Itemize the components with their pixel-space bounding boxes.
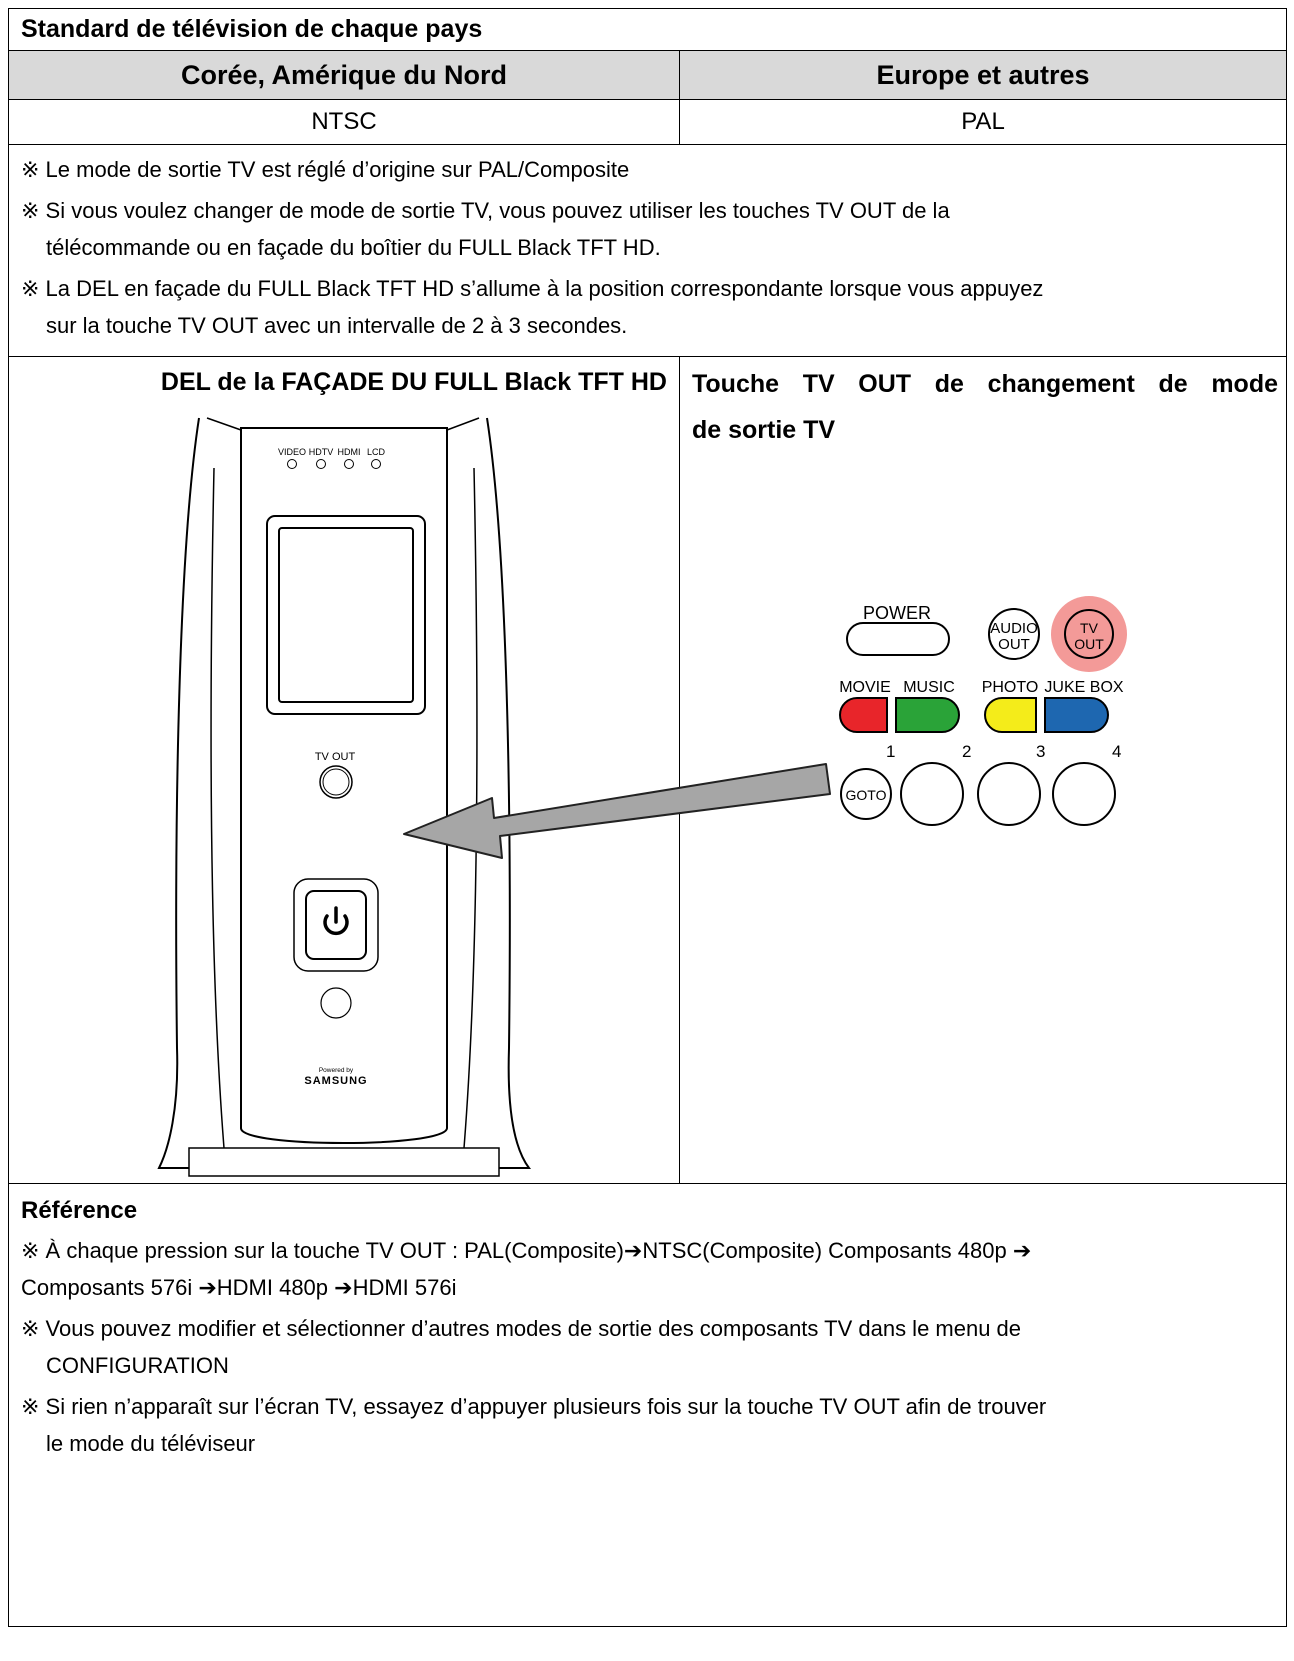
value-pal: PAL — [678, 99, 1288, 145]
note-mark: ※ — [21, 276, 40, 301]
note-text: Le mode de sortie TV est réglé d’origine… — [39, 157, 630, 182]
power-button — [305, 890, 367, 960]
remote-button-4 — [1052, 762, 1116, 826]
device-left-shade — [210, 467, 225, 1149]
value-ntsc: NTSC — [8, 99, 680, 145]
remote-photo-button — [984, 697, 1037, 733]
remote-num-1: 1 — [886, 742, 895, 761]
led-label-lcd: LCD — [367, 447, 386, 457]
tv-out-button-inner — [322, 768, 350, 796]
remote-movie-button — [839, 697, 888, 733]
remote-power-button — [846, 622, 950, 656]
reference-note: ※ Vous pouvez modifier et sélectionner d… — [21, 1310, 1276, 1384]
remote-tv-out-highlight — [1051, 596, 1127, 672]
led-video — [287, 459, 297, 469]
remote-button-3 — [977, 762, 1041, 826]
note-mark: ※ — [21, 1316, 40, 1341]
reference-note: ※ À chaque pression sur la touche TV OUT… — [21, 1232, 1276, 1306]
notes-cell: ※ Le mode de sortie TV est réglé d’origi… — [7, 144, 1288, 357]
table-title: Standard de télévision de chaque pays — [7, 8, 1288, 51]
remote-audio-out-label: AUDIO — [990, 620, 1038, 637]
header-col-europe: Europe et autres — [678, 50, 1288, 100]
note-item: ※ Le mode de sortie TV est réglé d’origi… — [21, 151, 1276, 188]
led-label-video: VIDEO — [278, 447, 306, 457]
remote-num-4: 4 — [1112, 742, 1121, 761]
note-mark: ※ — [21, 157, 40, 182]
note-item: ※ Si vous voulez changer de mode de sort… — [21, 192, 1276, 266]
remote-illustration: POWER AUDIO OUT TV OUT MOVIE MUSIC PHOTO… — [839, 596, 1127, 826]
note-mark: ※ — [21, 1394, 40, 1419]
remote-panel-title: Touche TV OUT de changement de mode — [692, 370, 1279, 398]
document-page: Standard de télévision de chaque pays Co… — [7, 8, 1288, 1627]
samsung-logo: SAMSUNG — [304, 1075, 367, 1087]
remote-goto-label: GOTO — [846, 787, 887, 803]
ir-sensor — [320, 987, 352, 1019]
device-edge — [206, 417, 242, 431]
power-icon — [323, 906, 349, 936]
remote-audio-out-button — [988, 608, 1040, 660]
front-panel-title: DEL de la FAÇADE DU FULL Black TFT HD — [160, 368, 667, 396]
remote-music-button — [895, 697, 960, 733]
remote-num-2: 2 — [962, 742, 971, 761]
remote-tv-out-label: TV — [1080, 620, 1099, 636]
led-label-hdmi: HDMI — [338, 447, 361, 457]
reference-heading: Référence — [21, 1197, 138, 1224]
tv-out-label: TV OUT — [315, 751, 356, 763]
remote-num-3: 3 — [1036, 742, 1045, 761]
note-text: Si rien n’apparaît sur l’écran TV, essay… — [39, 1394, 1047, 1419]
remote-music-label: MUSIC — [903, 679, 955, 696]
device-right-shade — [463, 467, 478, 1149]
reference-cell: Référence ※ À chaque pression sur la tou… — [7, 1183, 1288, 1627]
remote-button-2 — [900, 762, 964, 826]
front-panel-cell: DEL de la FAÇADE DU FULL Black TFT HD VI… — [8, 356, 680, 1184]
device-front-illustration: VIDEO HDTV HDMI LCD TV OUT — [157, 417, 531, 1177]
header-col-korea-na: Corée, Amérique du Nord — [8, 50, 680, 100]
note-text-continued: CONFIGURATION — [46, 1353, 229, 1378]
led-hdtv — [316, 459, 326, 469]
remote-tv-out-button — [1064, 609, 1114, 659]
reference-note: ※ Si rien n’apparaît sur l’écran TV, ess… — [21, 1388, 1276, 1462]
remote-audio-out-label-2: OUT — [998, 636, 1030, 653]
note-text: Si vous voulez changer de mode de sortie… — [39, 198, 950, 223]
tv-standard-table: Standard de télévision de chaque pays Co… — [7, 8, 1288, 1627]
lcd-screen — [278, 527, 414, 703]
led-lcd — [371, 459, 381, 469]
remote-photo-label: PHOTO — [982, 679, 1039, 696]
remote-movie-label: MOVIE — [839, 679, 891, 696]
remote-goto-button — [840, 768, 892, 820]
led-hdmi — [344, 459, 354, 469]
remote-tv-out-label-2: OUT — [1074, 636, 1104, 652]
note-text: À chaque pression sur la touche TV OUT :… — [39, 1238, 1032, 1263]
note-text-continued: sur la touche TV OUT avec un intervalle … — [46, 313, 628, 338]
note-item: ※ La DEL en façade du FULL Black TFT HD … — [21, 270, 1276, 344]
note-text-continued: le mode du téléviseur — [46, 1431, 256, 1456]
device-base — [188, 1147, 500, 1177]
powered-by-text: Powered by — [319, 1067, 354, 1074]
note-text: La DEL en façade du FULL Black TFT HD s’… — [39, 276, 1044, 301]
led-label-hdtv: HDTV — [309, 447, 334, 457]
note-text: Vous pouvez modifier et sélectionner d’a… — [39, 1316, 1022, 1341]
note-text-continued: Composants 576i ➔HDMI 480p ➔HDMI 576i — [21, 1275, 457, 1300]
remote-jukebox-label: JUKE BOX — [1044, 679, 1123, 696]
remote-power-label: POWER — [863, 603, 931, 623]
remote-panel-title-continued: de sortie TV — [692, 416, 836, 444]
note-mark: ※ — [21, 198, 40, 223]
note-text-continued: télécommande ou en façade du boîtier du … — [46, 235, 661, 260]
note-mark: ※ — [21, 1238, 40, 1263]
remote-jukebox-button — [1044, 697, 1109, 733]
remote-cell: Touche TV OUT de changement de mode de s… — [678, 356, 1288, 1184]
device-edge — [446, 417, 480, 431]
